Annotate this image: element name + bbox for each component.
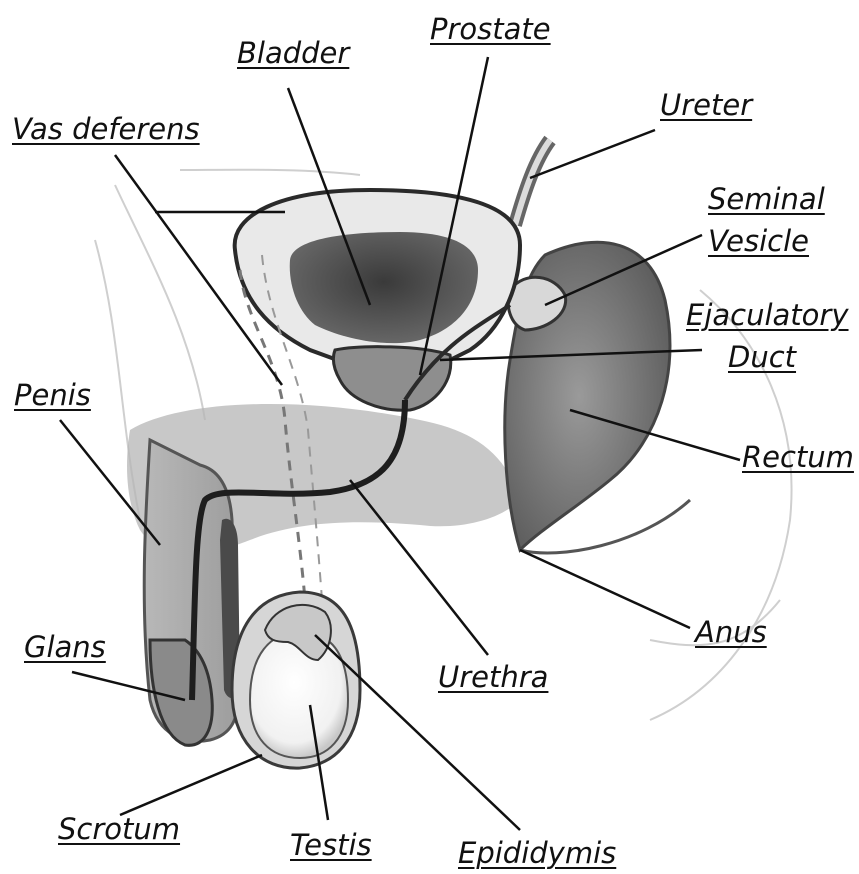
leader-anus	[520, 550, 690, 628]
label-urethra: Urethra	[438, 660, 548, 694]
label-penis: Penis	[14, 378, 91, 412]
label-ureter: Ureter	[660, 88, 752, 122]
label-anus: Anus	[695, 615, 767, 649]
label-ejaculatory: Ejaculatory	[686, 298, 849, 332]
label-prostate: Prostate	[430, 12, 551, 46]
label-testis: Testis	[290, 828, 372, 862]
label-rectum: Rectum	[742, 440, 854, 474]
label-vas-deferens: Vas deferens	[12, 112, 200, 146]
prostate-shape	[333, 347, 450, 411]
label-seminal: Seminal	[708, 182, 825, 216]
leader-scrotum	[120, 755, 262, 815]
label-duct: Duct	[728, 340, 796, 374]
label-glans: Glans	[24, 630, 106, 664]
label-vesicle: Vesicle	[708, 224, 809, 258]
label-bladder: Bladder	[237, 36, 349, 70]
label-epididymis: Epididymis	[458, 836, 616, 870]
label-scrotum: Scrotum	[58, 812, 180, 846]
